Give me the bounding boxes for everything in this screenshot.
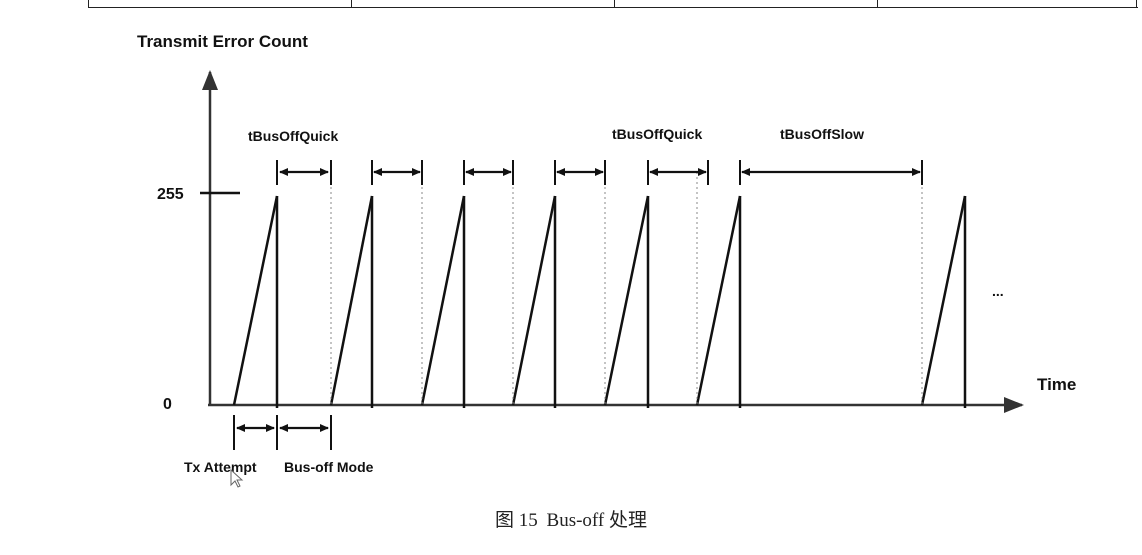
y-tick-label-0: 0 — [163, 396, 172, 413]
table-cell-border — [614, 0, 615, 7]
error-count-rise — [511, 195, 557, 406]
continuation-ellipsis: ... — [992, 283, 1004, 299]
interval-label-quick-right: tBusOffQuick — [612, 126, 702, 142]
table-cell-border — [877, 0, 878, 7]
caption-number: 图 15 — [495, 510, 538, 531]
y-tick-label-255: 255 — [157, 186, 184, 203]
error-count-rise — [603, 195, 650, 406]
table-cell-border — [351, 0, 352, 7]
figure-caption: 图 15 Bus-off 处理 — [0, 505, 1142, 532]
x-axis-label: Time — [1037, 375, 1076, 394]
interval-arrows — [276, 160, 923, 185]
error-count-rise — [695, 195, 742, 406]
table-cell-border — [88, 0, 89, 7]
error-count-rise — [420, 195, 466, 406]
error-count-rise — [920, 195, 967, 406]
bottom-arrows — [233, 415, 332, 450]
error-count-rise — [232, 195, 279, 406]
caption-text: Bus-off 处理 — [546, 510, 647, 531]
table-cell-border — [1136, 0, 1137, 7]
bus-off-mode-label: Bus-off Mode — [284, 459, 374, 475]
mouse-cursor-icon — [230, 468, 244, 488]
dotted-guides — [330, 172, 923, 405]
table-fragment — [88, 0, 1138, 8]
tx-attempt-label: Tx Attempt — [184, 459, 257, 475]
y-axis-label: Transmit Error Count — [137, 32, 308, 51]
interval-label-quick-left: tBusOffQuick — [248, 128, 338, 144]
interval-label-slow: tBusOffSlow — [780, 126, 864, 142]
error-count-rise — [329, 195, 374, 406]
sawtooth-waveform — [232, 195, 967, 408]
